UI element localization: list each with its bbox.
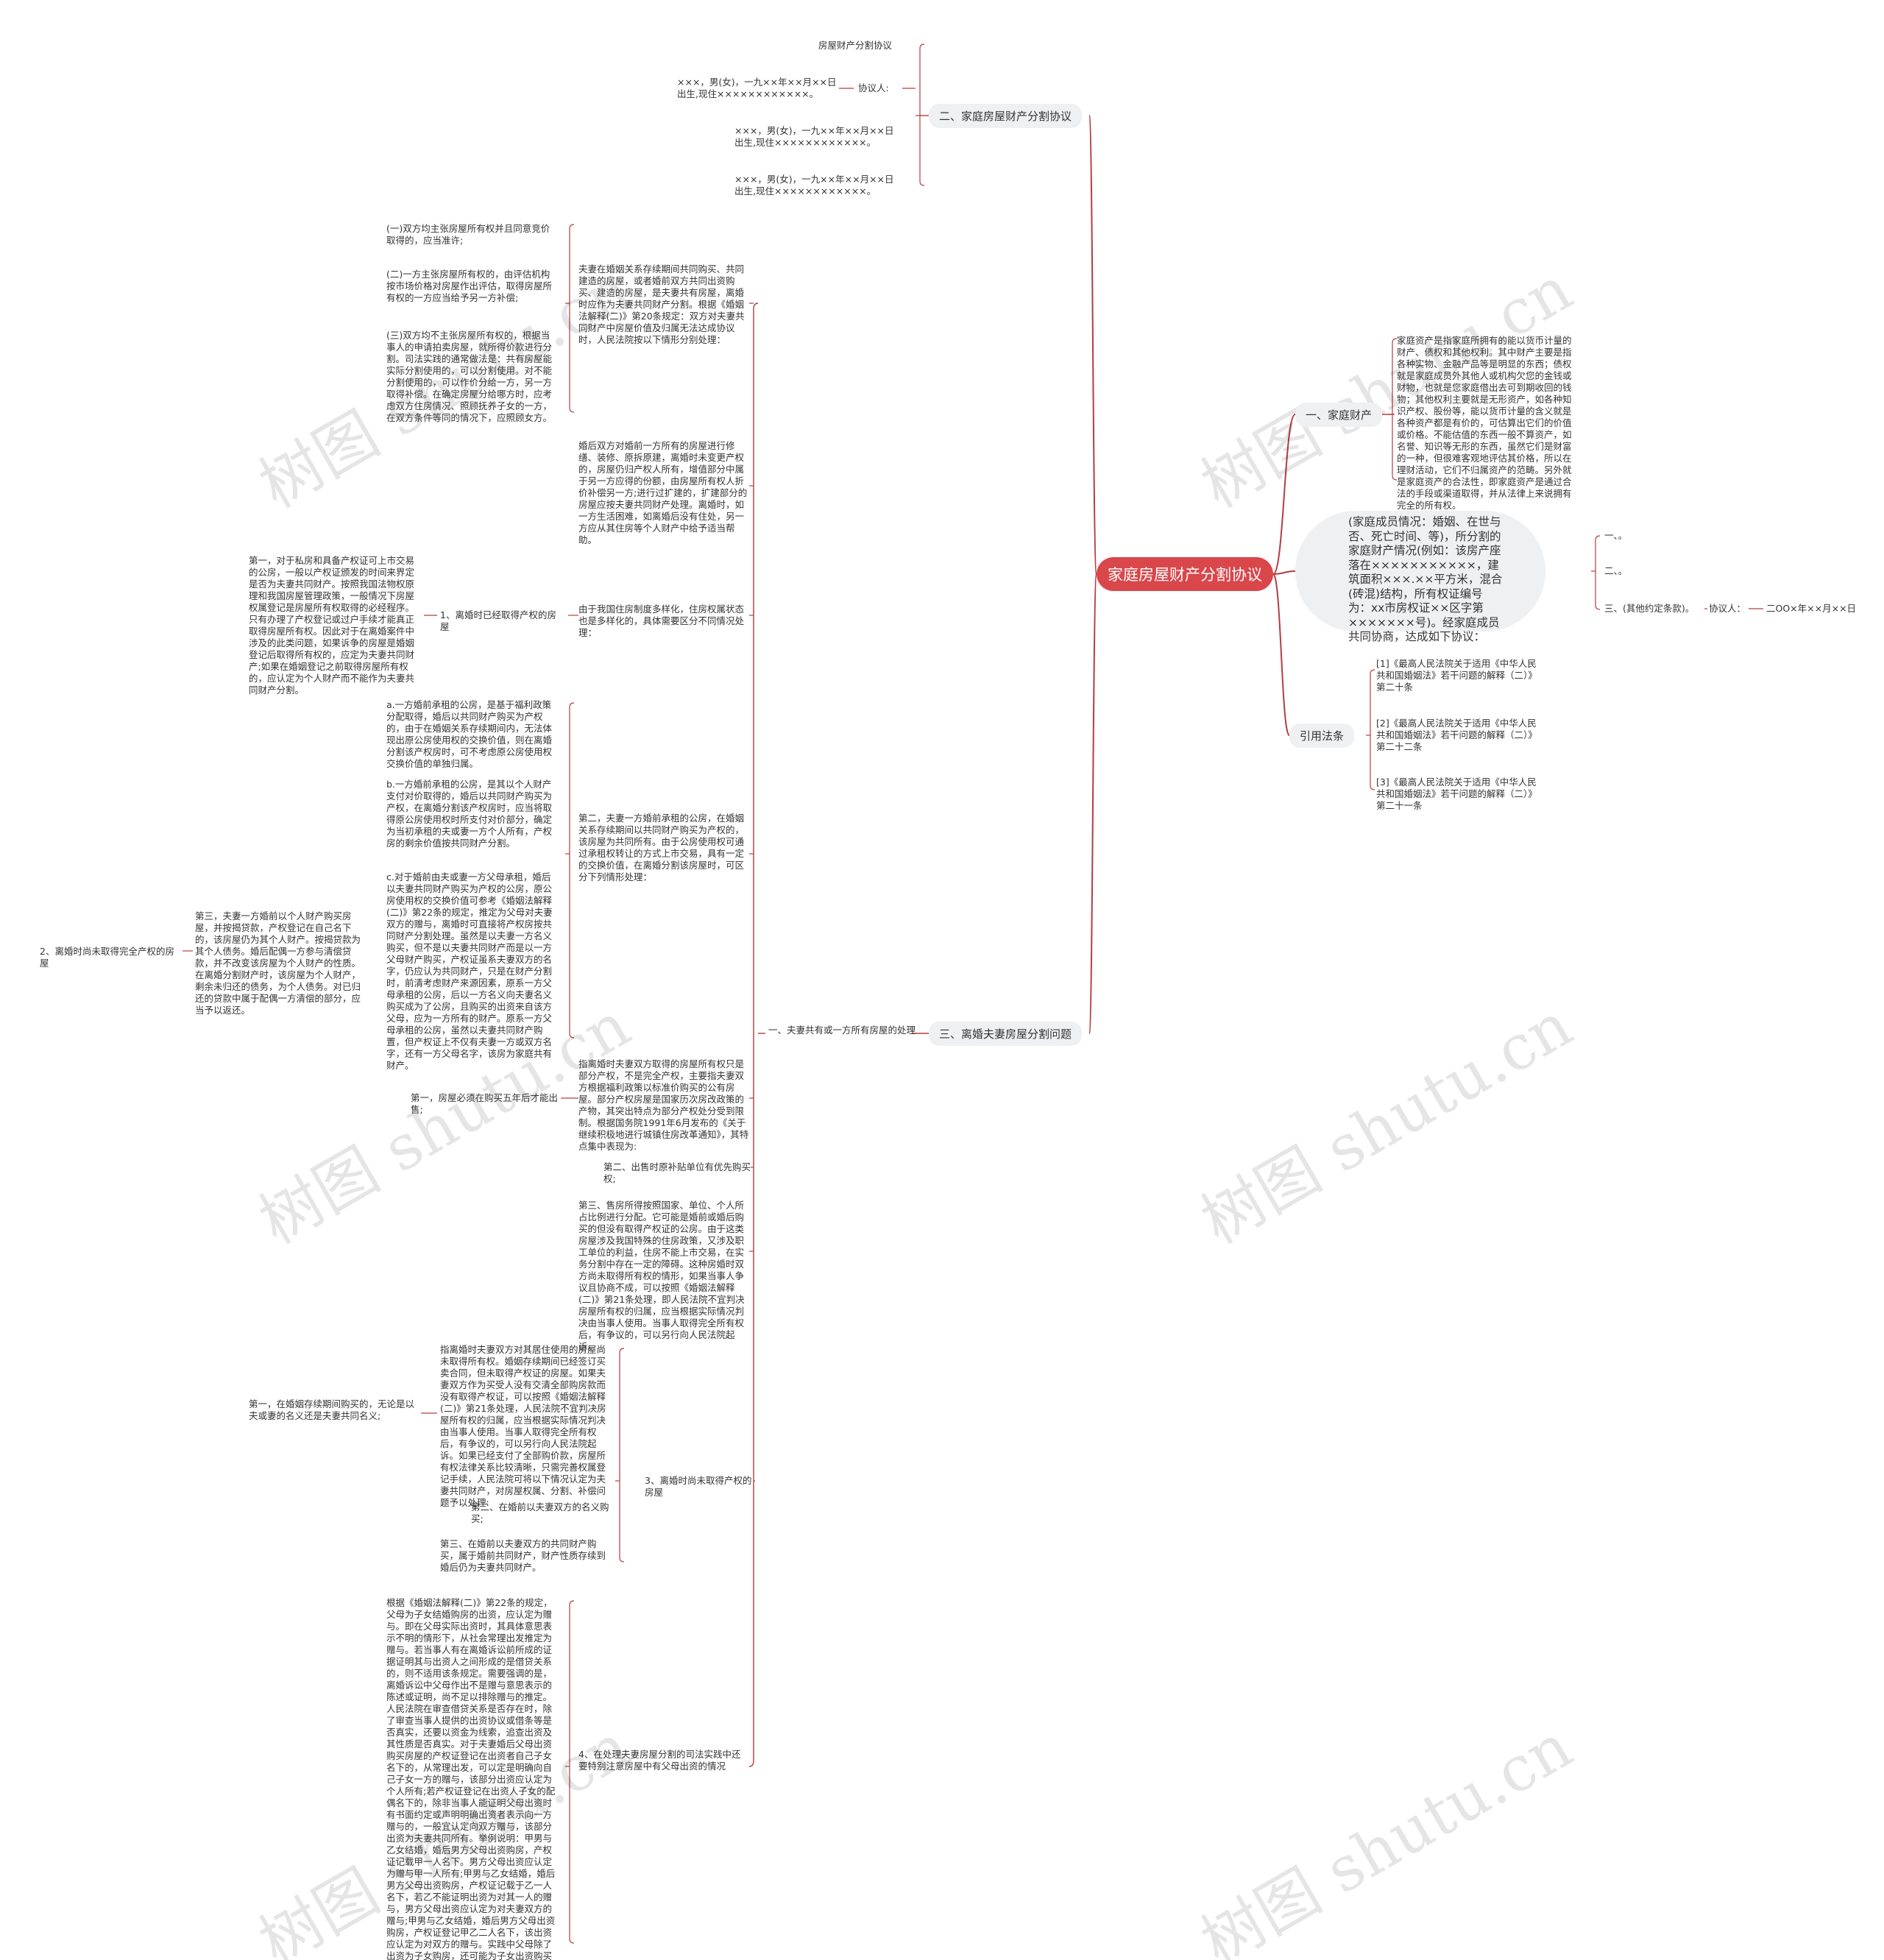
- case-1-private-house: 第一，对于私房和具备产权证可上市交易的公房，一般以产权证颁发的时间来界定是否为夫…: [249, 555, 415, 696]
- case-1-second: 第二，夫妻一方婚前承租的公房，在婚姻关系存续期间以共同财产购买为产权的，该房屋为…: [578, 813, 745, 882]
- agreement-party-1: ×××，男(女)，一九××年××月××日出生,现住××××××××××××。: [677, 77, 837, 99]
- case-2-second: 第二、出售时原补贴单位有优先购买权;: [603, 1161, 751, 1184]
- divorce-spine: [748, 303, 759, 1767]
- law-item-1: [1]《最高人民法院关于适用《中华人民共和国婚姻法》若干问题的解释（二）》第二十…: [1376, 658, 1537, 693]
- agreement-party-label: 协议人:: [858, 82, 889, 93]
- case-3-text: 指离婚时夫妻双方对其居住使用的房屋尚未取得所有权。婚姻存续期间已经签订买卖合同，…: [440, 1344, 606, 1508]
- situation-item-2: 二、。: [1604, 565, 1628, 576]
- case1-abc-bracket: [569, 702, 575, 1039]
- agreement-party-2: ×××，男(女)，一九××年××月××日出生,现住××××××××××××。: [734, 125, 894, 148]
- root-to-property: [1272, 414, 1296, 575]
- agreement-party-3: ×××，男(女)，一九××年××月××日出生,现住××××××××××××。: [734, 174, 894, 197]
- case-1-label: 1、离婚时已经取得产权的房屋: [440, 609, 556, 632]
- intro-item-3: (三)双方均不主张房屋所有权的，根据当事人的申请拍卖房屋，就所得价款进行分割。司…: [386, 330, 553, 423]
- case-4-text: 根据《婚姻法解释(二)》第22条的规定，父母为子女结婚购房的出资，应认定为赠与。…: [386, 1597, 556, 1960]
- root-to-agreement: [1088, 115, 1097, 575]
- case-4-label: 4、在处理夫妻房屋分割的司法实践中还要特别注意房屋中有父母出资的情况: [578, 1749, 741, 1772]
- root-to-divorce: [1088, 573, 1097, 1034]
- situation-party-label: 协议人：: [1709, 603, 1746, 614]
- situation-bracket: [1595, 535, 1601, 610]
- case-1-item-c: c.对于婚前由夫或妻一方父母承租，婚后以夫妻共同财产购买为产权的公房，原公房使用…: [386, 871, 553, 1071]
- branch-agreement[interactable]: 二、家庭房屋财产分割协议: [929, 104, 1083, 128]
- case-2-label: 2、离婚时尚未取得完全产权的房屋: [40, 946, 174, 969]
- case4-bracket: [569, 1600, 575, 1944]
- root-to-law: [1272, 573, 1290, 736]
- intro-item-1: (一)双方均主张房屋所有权并且同意竞价取得的，应当准许;: [386, 223, 550, 246]
- case-1-text: 由于我国住房制度多样化，住房权属状态也是多样化的，具体需要区分不同情况处理：: [578, 604, 745, 638]
- situation-item-3: 三、(其他约定条款)。: [1604, 603, 1695, 614]
- branch-divorce[interactable]: 三、离婚夫妻房屋分割问题: [929, 1022, 1083, 1046]
- law-item-2: [2]《最高人民法院关于适用《中华人民共和国婚姻法》若干问题的解释（二）》第二十…: [1376, 718, 1537, 752]
- case-2-third-text: 第三、售房所得按照国家、单位、个人所占比例进行分配。它可能是婚前或婚后购买的但没…: [578, 1200, 745, 1352]
- case3-bracket: [619, 1348, 625, 1563]
- case-3-second: 第二、在婚前以夫妻双方的名义购买;: [471, 1501, 609, 1524]
- situation-item-1: 一、。: [1604, 530, 1628, 541]
- case-3-third: 第三、在婚前以夫妻双方的共同财产购买，属于婚前共同财产，财产性质存续到婚后仍为夫…: [440, 1538, 606, 1573]
- situation-node[interactable]: (家庭成员情况：婚姻、在世与否、死亡时间、等)，所分割的家庭财产情况(例如：该房…: [1295, 511, 1545, 643]
- intro-item-2: (二)一方主张房屋所有权的，由评估机构按市场价格对房屋作出评估，取得房屋所有权的…: [386, 269, 553, 303]
- case-2-third: 第三，夫妻一方婚前以个人财产购买房屋，并按揭贷款，产权登记在自己名下的，该房屋仍…: [195, 910, 361, 1016]
- case-3-label: 3、离婚时尚未取得产权的房屋: [645, 1475, 752, 1498]
- divorce-sub: 一、夫妻共有或一方所有房屋的处理: [768, 1025, 916, 1036]
- branch-law[interactable]: 引用法条: [1289, 723, 1355, 748]
- root-to-situation: [1272, 570, 1296, 575]
- property-description: 家庭资产是指家庭所拥有的能以货币计量的财产、债权和其他权利。其中财产主要是指各种…: [1397, 335, 1572, 511]
- intro-bracket: [569, 224, 575, 413]
- root-node[interactable]: 家庭房屋财产分割协议: [1097, 557, 1273, 591]
- case-1-item-a: a.一方婚前承租的公房，是基于福利政策分配取得，婚后以共同财产购买为产权的，由于…: [386, 699, 553, 769]
- situation-date: 二OO×年××月××日: [1766, 603, 1857, 614]
- agreement-title: 房屋财产分割协议: [818, 40, 893, 51]
- case-3-first: 第一，在婚姻存续期间购买的，无论是以夫或妻的名义还是夫妻共同名义;: [249, 1398, 415, 1421]
- divorce-intro: 夫妻在婚姻关系存续期间共同购买、共同建造的房屋，或者婚前双方共同出资购买、建造的…: [578, 263, 745, 345]
- case-1-item-b: b.一方婚前承租的公房，是其以个人财产支付对价取得的，婚后以共同财产购买为产权，…: [386, 779, 553, 849]
- premarital-house: 婚后双方对婚前一方所有的房屋进行修缮、装修、原拆原建，离婚时未变更产权的，房屋仍…: [578, 440, 748, 545]
- law-item-3: [3]《最高人民法院关于适用《中华人民共和国婚姻法》若干问题的解释（二）》第二十…: [1376, 776, 1537, 811]
- law-bracket: [1370, 669, 1375, 790]
- case-2-first-label: 第一，房屋必须在购买五年后才能出售;: [411, 1092, 559, 1115]
- branch-property[interactable]: 一、家庭财产: [1295, 403, 1383, 427]
- property-bracket: [1392, 338, 1398, 481]
- agreement-bracket: [919, 43, 925, 186]
- case-2-first-text: 指离婚时夫妻双方取得的房屋所有权只是部分产权，不是完全产权，主要指夫妻双方根据福…: [578, 1058, 749, 1152]
